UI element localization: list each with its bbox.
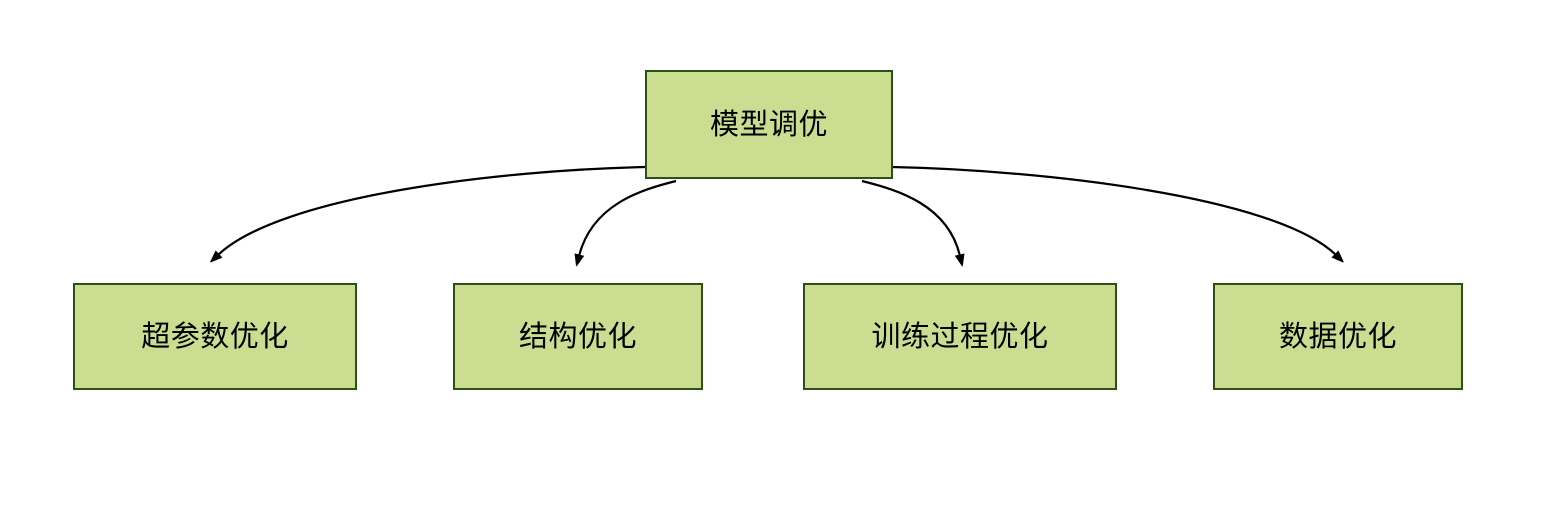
node-training-process-optimization[interactable]: 训练过程优化 [803, 283, 1117, 390]
node-model-tuning[interactable]: 模型调优 [645, 70, 893, 179]
edge-root-to-child-0 [218, 165, 647, 255]
node-structure-optimization[interactable]: 结构优化 [453, 283, 703, 390]
node-label: 结构优化 [518, 319, 637, 353]
node-label: 模型调优 [709, 107, 828, 141]
node-label: 数据优化 [1278, 319, 1397, 353]
edge-root-to-child-2 [861, 179, 960, 256]
node-label: 超参数优化 [141, 319, 289, 353]
node-data-optimization[interactable]: 数据优化 [1213, 283, 1463, 390]
node-label: 训练过程优化 [871, 319, 1049, 353]
edge-root-to-child-3 [891, 165, 1336, 255]
node-hyperparameter-optimization[interactable]: 超参数优化 [73, 283, 357, 390]
edge-root-to-child-1 [579, 179, 677, 256]
